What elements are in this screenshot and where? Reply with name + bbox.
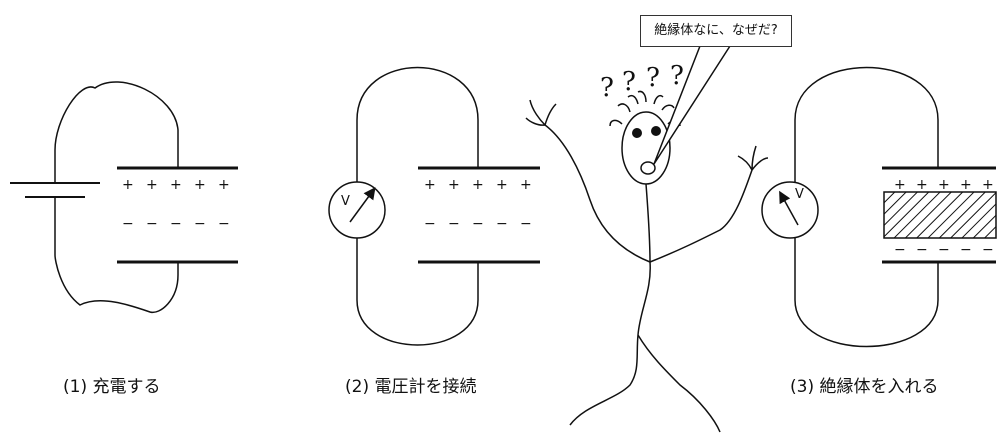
caption-step-2: (2) 電圧計を接続 bbox=[345, 377, 477, 397]
charge-minus: − bbox=[448, 216, 460, 232]
charge-plus: + bbox=[424, 177, 436, 193]
caption-step-3: (3) 絶縁体を入れる bbox=[790, 377, 939, 397]
charge-plus: + bbox=[520, 177, 532, 193]
question-mark: ? bbox=[622, 67, 636, 97]
charge-plus: + bbox=[894, 177, 906, 193]
insulator-wire bbox=[794, 66, 939, 348]
question-marks: ? ? ? ? bbox=[600, 61, 684, 103]
charge-plus: + bbox=[982, 177, 994, 193]
voltmeter-label: V bbox=[341, 194, 350, 209]
question-mark: ? bbox=[600, 73, 614, 103]
confused-stick-figure bbox=[525, 45, 769, 433]
panel-2-charges: + + + + + − − − − − bbox=[424, 177, 532, 232]
charge-minus: − bbox=[894, 242, 906, 258]
figure-body bbox=[569, 183, 721, 433]
panel-1-charges: + + + + + − − − − − bbox=[122, 177, 230, 232]
charge-plus: + bbox=[960, 177, 972, 193]
voltmeter-circle bbox=[328, 181, 386, 239]
charge-minus: − bbox=[938, 242, 950, 258]
figure-hair bbox=[609, 90, 681, 127]
figure-right-eye bbox=[651, 126, 661, 136]
charge-plus: + bbox=[218, 177, 230, 193]
question-mark: ? bbox=[646, 63, 660, 93]
charge-plus: + bbox=[170, 177, 182, 193]
question-mark: ? bbox=[670, 61, 684, 91]
speech-pointer bbox=[653, 45, 731, 165]
panel-3-charges: + + + + + − − − − − bbox=[894, 177, 994, 258]
panel-voltmeter bbox=[328, 66, 540, 346]
charge-minus: − bbox=[146, 216, 158, 232]
charge-minus: − bbox=[170, 216, 182, 232]
charge-plus: + bbox=[496, 177, 508, 193]
voltmeter-wire bbox=[356, 66, 479, 346]
charge-minus: − bbox=[218, 216, 230, 232]
voltmeter-needle bbox=[779, 190, 799, 226]
charge-plus: + bbox=[472, 177, 484, 193]
figure-left-eye bbox=[632, 128, 642, 138]
caption-step-1: (1) 充電する bbox=[63, 377, 161, 397]
panel-charging bbox=[10, 81, 238, 314]
voltmeter-label: V bbox=[795, 187, 804, 202]
charge-plus: + bbox=[938, 177, 950, 193]
charge-minus: − bbox=[520, 216, 532, 232]
figure-left-arm bbox=[525, 99, 651, 263]
charge-plus: + bbox=[194, 177, 206, 193]
insulator-slab bbox=[883, 191, 997, 239]
charge-minus: − bbox=[472, 216, 484, 232]
figure-mouth bbox=[640, 161, 656, 175]
charge-plus: + bbox=[122, 177, 134, 193]
voltmeter-needle bbox=[349, 187, 376, 223]
charge-plus: + bbox=[916, 177, 928, 193]
speech-bubble: 絶縁体なに、なぜだ? bbox=[640, 15, 792, 47]
charging-wire bbox=[54, 81, 179, 314]
charge-minus: − bbox=[496, 216, 508, 232]
charge-minus: − bbox=[916, 242, 928, 258]
panel-insulator bbox=[761, 66, 997, 348]
charge-minus: − bbox=[960, 242, 972, 258]
figure-right-arm bbox=[649, 145, 769, 263]
charge-minus: − bbox=[194, 216, 206, 232]
charge-minus: − bbox=[424, 216, 436, 232]
charge-plus: + bbox=[448, 177, 460, 193]
charge-plus: + bbox=[146, 177, 158, 193]
charge-minus: − bbox=[122, 216, 134, 232]
charge-minus: − bbox=[982, 242, 994, 258]
